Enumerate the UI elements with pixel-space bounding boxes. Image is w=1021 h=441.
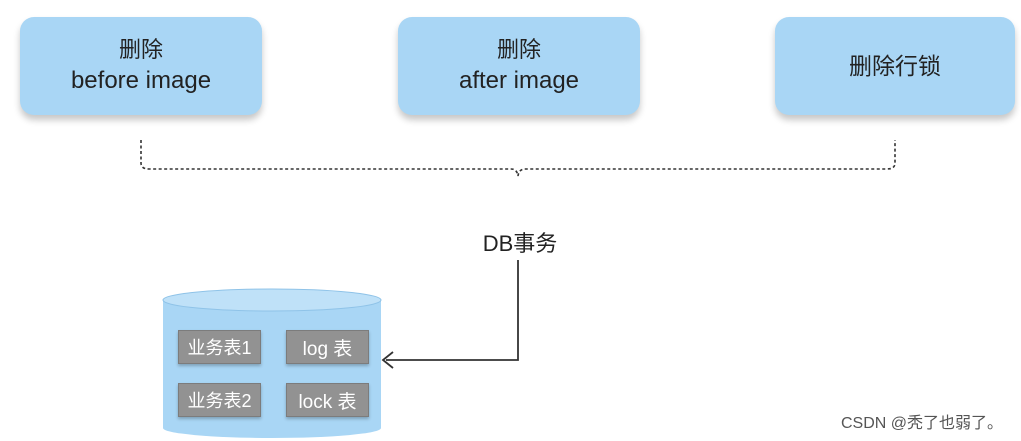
step-3-action: 删除行锁 bbox=[849, 53, 941, 79]
step-delete-row-lock: 删除行锁 bbox=[775, 17, 1015, 115]
db-transaction-label: DB事务 bbox=[482, 231, 558, 256]
transaction-arrow-line bbox=[386, 260, 519, 361]
business-table-2: 业务表2 bbox=[178, 383, 261, 417]
arrowhead bbox=[381, 351, 394, 369]
lock-table: lock 表 bbox=[286, 383, 369, 417]
step-delete-after-image: 删除 after image bbox=[398, 17, 640, 115]
step-2-target: after image bbox=[458, 67, 580, 94]
step-1-target: before image bbox=[70, 67, 212, 94]
step-delete-before-image: 删除 before image bbox=[20, 17, 262, 115]
step-2-action: 删除 bbox=[496, 37, 541, 62]
watermark-text: CSDN @秃了也弱了。 bbox=[840, 415, 1003, 432]
log-table: log 表 bbox=[286, 330, 369, 364]
business-table-1: 业务表1 bbox=[178, 330, 261, 364]
group-bracket bbox=[140, 140, 896, 177]
step-1-action: 删除 bbox=[118, 37, 163, 62]
